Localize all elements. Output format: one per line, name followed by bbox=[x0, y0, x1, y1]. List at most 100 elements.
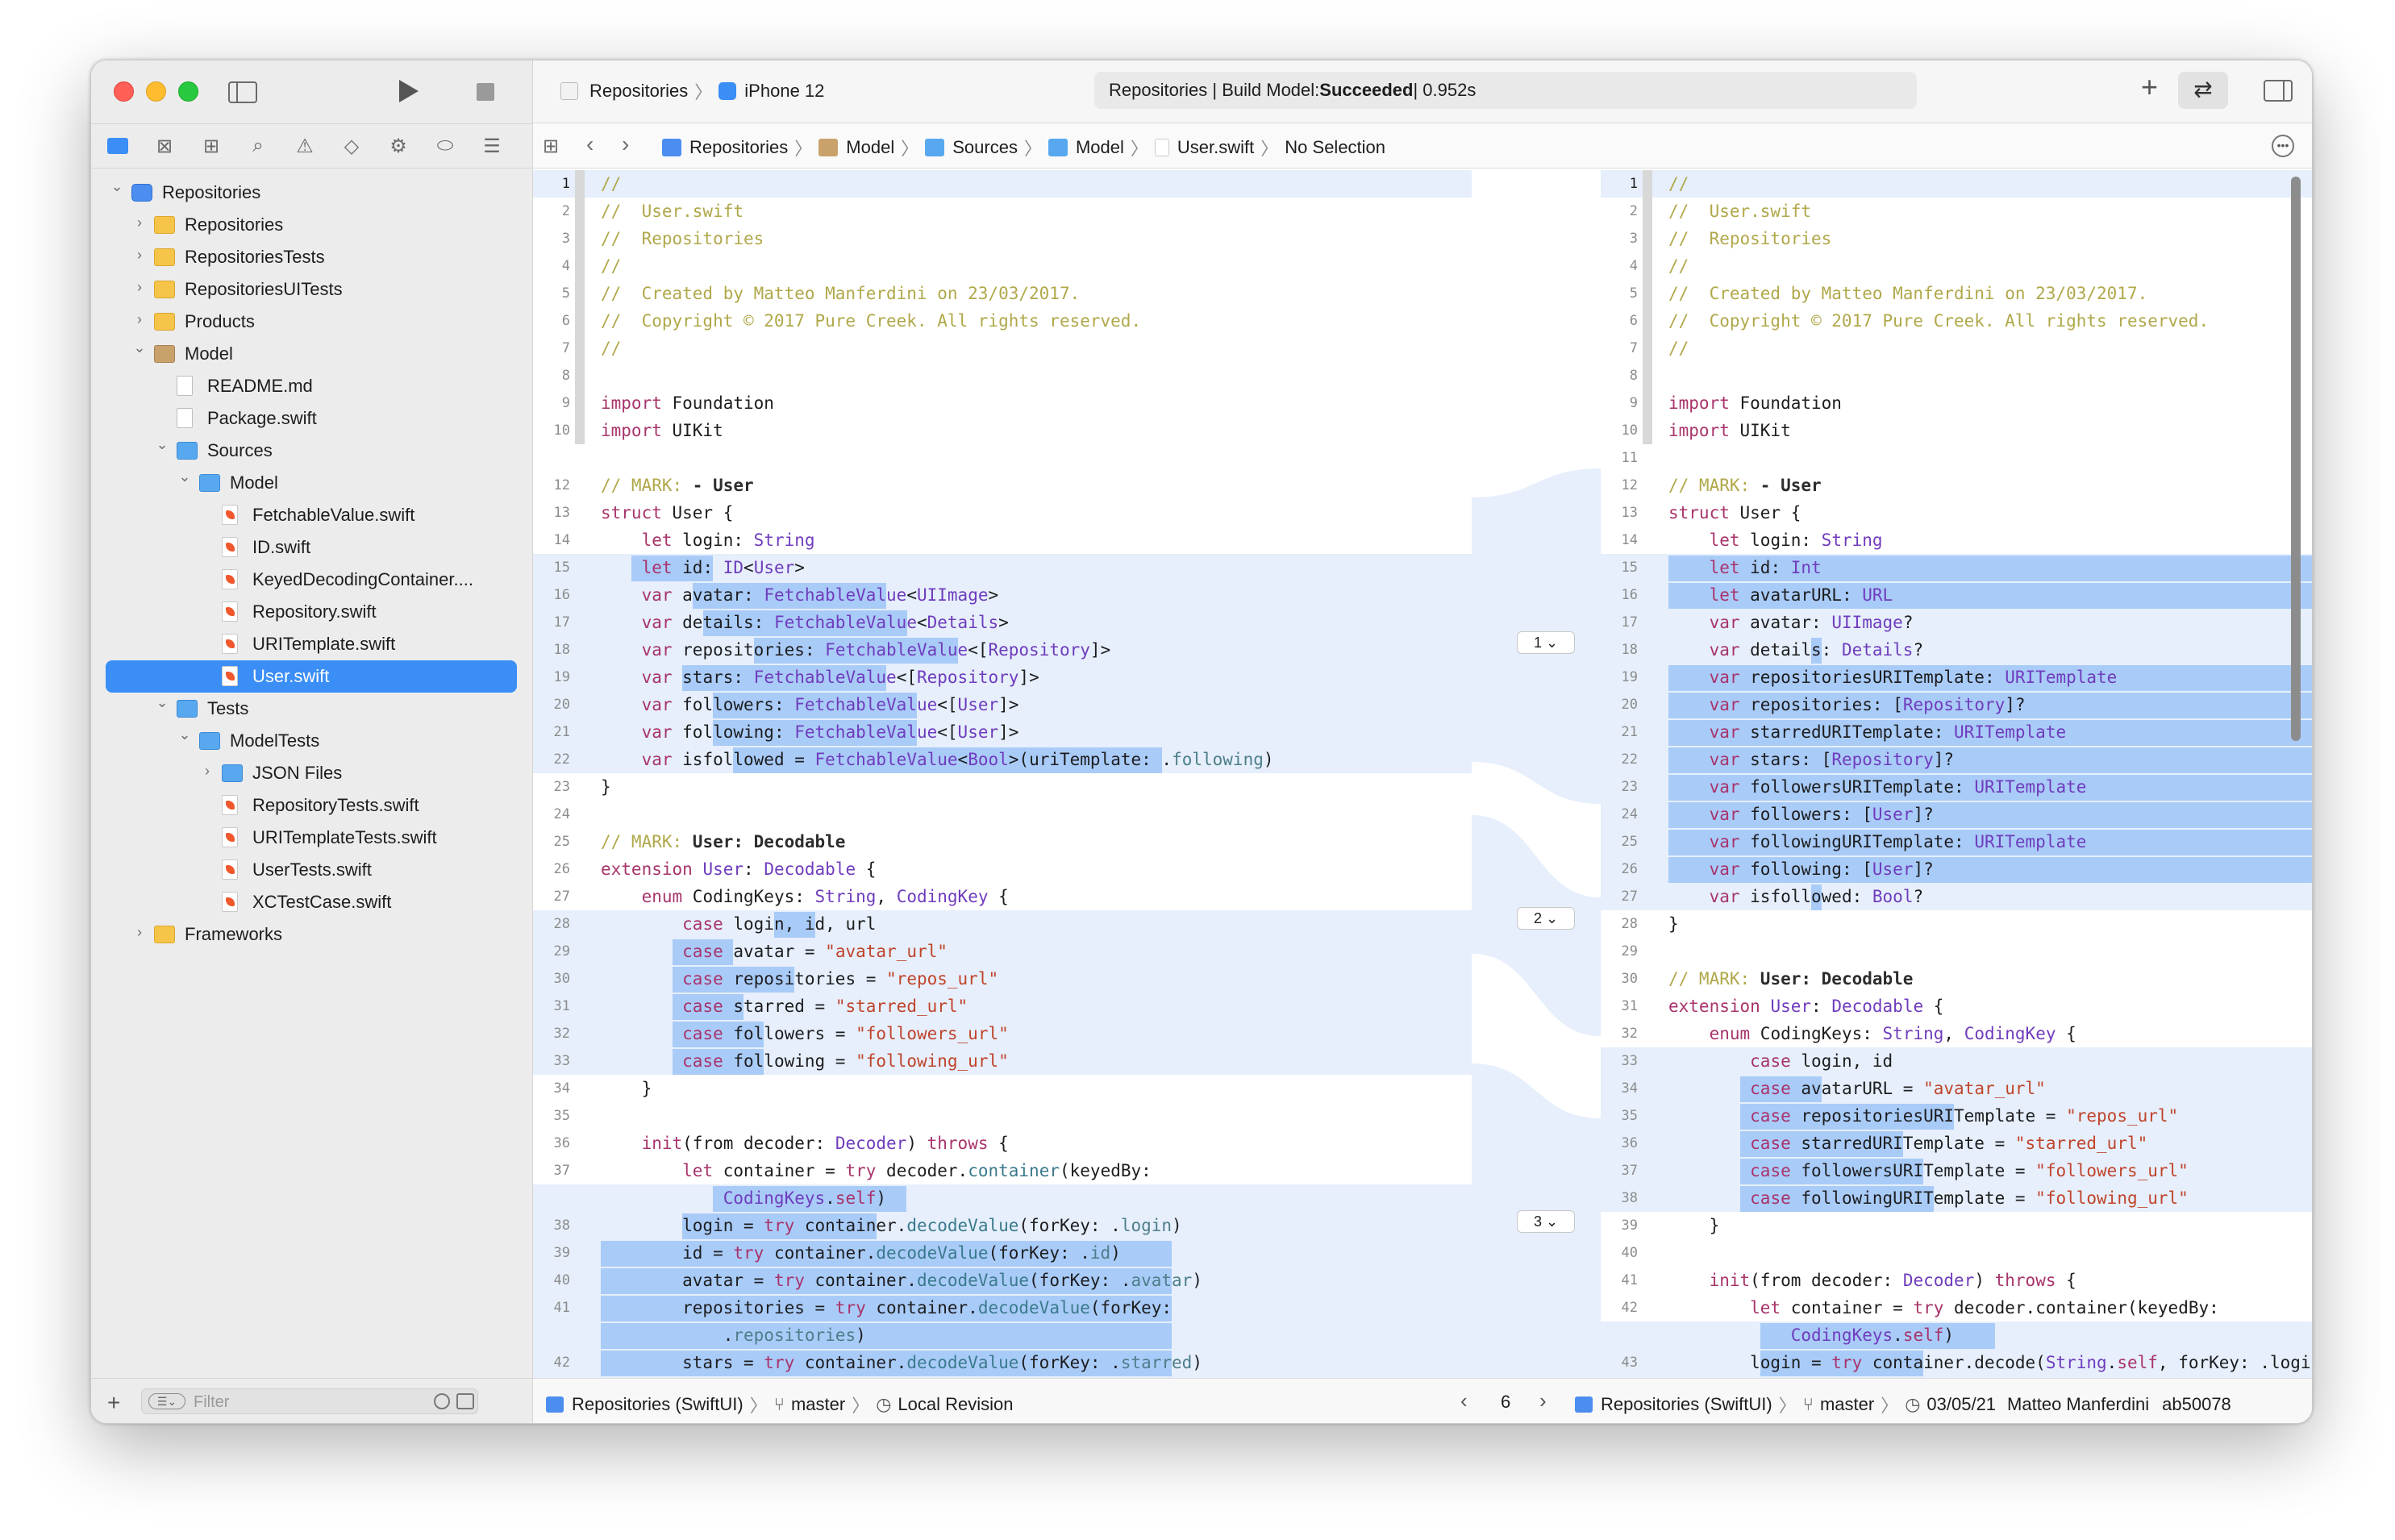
line-number: 26 bbox=[553, 861, 570, 877]
minimize-button[interactable] bbox=[146, 81, 166, 102]
tree-item[interactable]: ⌄ModelTests bbox=[91, 725, 533, 757]
recent-files-icon[interactable] bbox=[434, 1393, 450, 1409]
change-badge-2[interactable]: 2 ⌄ bbox=[1517, 907, 1575, 930]
disclosure-closed-icon[interactable]: › bbox=[137, 214, 142, 231]
breadcrumb-item[interactable]: Sources bbox=[952, 137, 1018, 157]
breadcrumb-item[interactable]: Model bbox=[846, 137, 895, 157]
run-icon[interactable] bbox=[399, 80, 419, 102]
tree-item[interactable]: UserTests.swift bbox=[91, 854, 533, 886]
tree-item[interactable]: Repository.swift bbox=[91, 596, 533, 628]
disclosure-open-icon[interactable]: ⌄ bbox=[178, 726, 191, 743]
filter-field[interactable]: ☰⌄ Filter bbox=[141, 1388, 478, 1414]
tree-item[interactable]: ID.swift bbox=[91, 531, 533, 564]
code-line: extension User: Decodable { bbox=[601, 859, 877, 879]
tree-item[interactable]: ›Frameworks bbox=[91, 918, 533, 951]
diff-highlight bbox=[753, 638, 958, 664]
disclosure-open-icon[interactable]: ⌄ bbox=[133, 339, 146, 356]
search-icon[interactable]: ⌕ bbox=[252, 135, 264, 156]
tree-item[interactable]: ›RepositoriesTests bbox=[91, 241, 533, 273]
status-date[interactable]: 03/05/21 bbox=[1926, 1394, 1997, 1414]
tree-item[interactable]: ⌄Sources bbox=[91, 435, 533, 467]
tree-item[interactable]: › Products bbox=[91, 306, 533, 338]
status-commit: ab50078 bbox=[2162, 1394, 2231, 1414]
code-line: case followers = "followers_url" bbox=[682, 1024, 1009, 1043]
tree-item[interactable]: ›Repositories bbox=[91, 209, 533, 241]
breadcrumb-item[interactable]: No Selection bbox=[1285, 137, 1386, 157]
add-icon[interactable]: + bbox=[2141, 70, 2159, 103]
status-project[interactable]: Repositories (SwiftUI) bbox=[1601, 1394, 1772, 1414]
warning-icon[interactable]: ⚠ bbox=[296, 135, 314, 157]
forward-icon[interactable]: › bbox=[622, 131, 630, 156]
tree-item[interactable]: ⌄Model bbox=[91, 467, 533, 499]
tree-item[interactable]: README.md bbox=[91, 370, 533, 402]
status-branch[interactable]: master bbox=[1819, 1394, 1875, 1414]
tree-item[interactable]: XCTestCase.swift bbox=[91, 886, 533, 918]
report-icon[interactable]: ☰ bbox=[483, 135, 501, 157]
status-project[interactable]: Repositories (SwiftUI) bbox=[572, 1394, 743, 1414]
tree-item[interactable]: ⌄Repositories bbox=[91, 177, 533, 209]
folder-icon[interactable] bbox=[104, 132, 131, 160]
tree-item[interactable]: URITemplateTests.swift bbox=[91, 822, 533, 854]
tree-item[interactable]: FetchableValue.swift bbox=[91, 499, 533, 531]
breakpoint-icon[interactable]: ⬭ bbox=[436, 135, 454, 156]
code-review-toggle-icon[interactable]: ⇄ bbox=[2178, 72, 2228, 109]
breadcrumb-item[interactable]: User.swift bbox=[1177, 137, 1255, 157]
test-icon[interactable]: ◇ bbox=[344, 135, 360, 157]
disclosure-closed-icon[interactable]: › bbox=[137, 311, 142, 327]
line-number: 29 bbox=[1621, 943, 1638, 959]
close-button[interactable] bbox=[114, 81, 134, 102]
line-number: 18 bbox=[553, 642, 570, 658]
more-icon[interactable]: ••• bbox=[2272, 135, 2294, 157]
scheme-selector[interactable]: Repositories 〉 iPhone 12 bbox=[560, 78, 824, 104]
disclosure-closed-icon[interactable]: › bbox=[205, 763, 210, 779]
tree-item[interactable]: Package.swift bbox=[91, 402, 533, 435]
disclosure-closed-icon[interactable]: › bbox=[137, 924, 142, 940]
diff-hunk-background bbox=[533, 554, 1472, 773]
status-branch[interactable]: master bbox=[790, 1394, 846, 1414]
code-line: import UIKit bbox=[601, 421, 723, 440]
breadcrumb-item[interactable]: Repositories bbox=[689, 137, 789, 157]
symbol-icon[interactable]: ⊞ bbox=[202, 135, 220, 157]
stop-icon[interactable] bbox=[477, 83, 494, 101]
breadcrumb-item[interactable]: Model bbox=[1075, 137, 1124, 157]
disclosure-open-icon[interactable]: ⌄ bbox=[110, 178, 123, 194]
source-control-icon[interactable]: ⊠ bbox=[156, 135, 173, 157]
disclosure-closed-icon[interactable]: › bbox=[137, 279, 142, 295]
tree-item[interactable]: RepositoryTests.swift bbox=[91, 789, 533, 822]
debug-icon[interactable]: ⚙ bbox=[389, 135, 407, 157]
disclosure-open-icon[interactable]: ⌄ bbox=[156, 694, 169, 710]
tree-item-label: User.swift bbox=[252, 666, 330, 686]
previous-change-icon[interactable]: ‹ bbox=[1460, 1388, 1468, 1413]
tree-item[interactable]: KeyedDecodingContainer.... bbox=[91, 564, 533, 596]
scm-filter-icon[interactable] bbox=[456, 1393, 474, 1409]
change-badge-1[interactable]: 1 ⌄ bbox=[1517, 631, 1575, 654]
status-revision[interactable]: Local Revision bbox=[898, 1394, 1014, 1414]
folder-icon bbox=[154, 216, 175, 234]
tree-item-label: Products bbox=[185, 311, 255, 331]
inspector-toggle-icon[interactable] bbox=[2264, 80, 2293, 102]
folder-icon bbox=[177, 442, 198, 460]
next-change-icon[interactable]: › bbox=[1539, 1388, 1547, 1413]
tree-item[interactable]: ⌄Tests bbox=[91, 693, 533, 725]
back-icon[interactable]: ‹ bbox=[586, 131, 594, 156]
diff-highlight bbox=[1668, 693, 2312, 718]
zoom-button[interactable] bbox=[178, 81, 198, 102]
change-badge-3[interactable]: 3 ⌄ bbox=[1517, 1210, 1575, 1233]
code-line: import UIKit bbox=[1668, 421, 1791, 440]
tree-item[interactable]: ›JSON Files bbox=[91, 757, 533, 789]
filter-options-icon[interactable]: ☰⌄ bbox=[148, 1393, 185, 1409]
disclosure-open-icon[interactable]: ⌄ bbox=[156, 436, 169, 452]
related-items-icon[interactable]: ⊞ bbox=[543, 135, 560, 157]
add-icon[interactable]: + bbox=[107, 1390, 121, 1415]
disclosure-open-icon[interactable]: ⌄ bbox=[178, 468, 191, 485]
tree-item[interactable]: ›RepositoriesUITests bbox=[91, 273, 533, 306]
disclosure-closed-icon[interactable]: › bbox=[137, 247, 142, 263]
tree-item[interactable]: ⌄Model bbox=[91, 338, 533, 370]
tree-item[interactable]: User.swift bbox=[106, 660, 517, 693]
tree-item[interactable]: URITemplate.swift bbox=[91, 628, 533, 660]
sidebar-toggle-icon[interactable] bbox=[228, 81, 257, 103]
scrollbar-thumb[interactable] bbox=[2291, 177, 2301, 741]
code-line: let login: String bbox=[1709, 531, 1883, 550]
